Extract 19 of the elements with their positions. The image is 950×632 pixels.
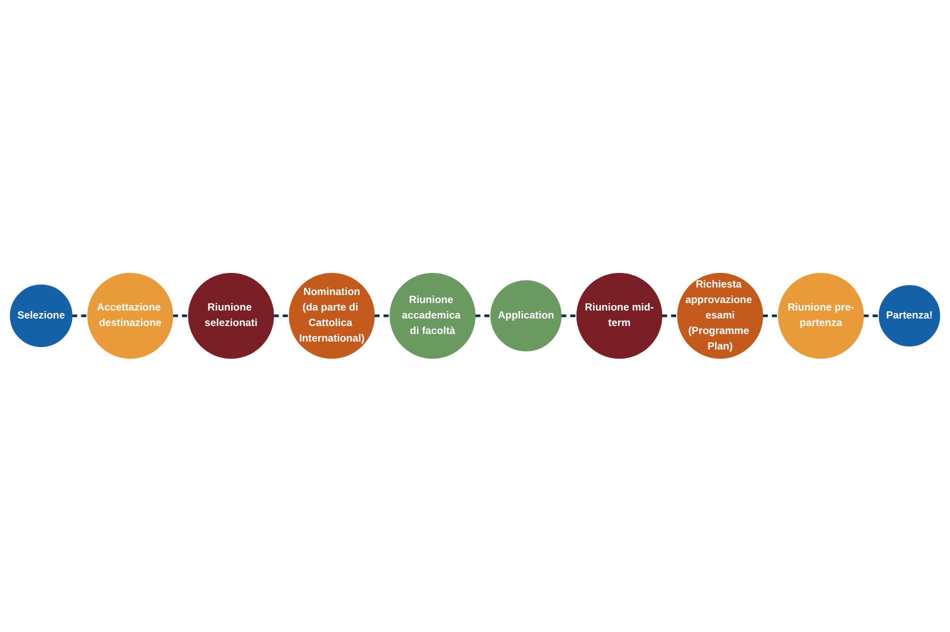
- node-circle: Riunione accademica di facoltà: [390, 273, 476, 359]
- node-circle: Richiesta approvazione esami (Programme Plan): [677, 273, 764, 359]
- connector: [374, 314, 390, 318]
- node-circle: Riunione pre-partenza: [778, 273, 864, 359]
- connector: [475, 314, 491, 318]
- connector: [662, 314, 678, 318]
- connector: [864, 314, 880, 318]
- node-circle: Accettazione destinazione: [87, 273, 174, 359]
- connector: [274, 314, 290, 318]
- node-circle: Application: [490, 280, 562, 352]
- connector: [172, 314, 188, 318]
- node-circle: Selezione: [10, 284, 72, 348]
- node-circle: Riunione mid-term: [576, 273, 662, 359]
- connector: [72, 314, 88, 318]
- connector: [762, 314, 778, 318]
- node-circle: Nomination (da parte di Cattolica International): [288, 273, 375, 359]
- connector: [561, 314, 577, 318]
- node-circle: Partenza!: [878, 285, 940, 347]
- node-circle: Riunione selezionati: [188, 273, 274, 359]
